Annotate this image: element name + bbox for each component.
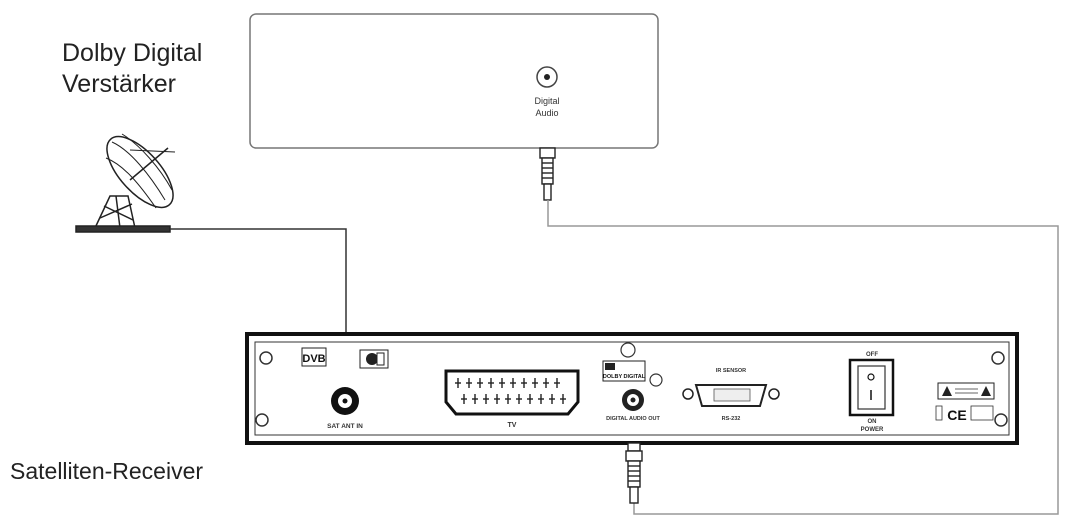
rating-plate-icon (970, 405, 994, 421)
satellite-dish-icon (75, 133, 176, 233)
svg-text:DVB: DVB (302, 353, 325, 365)
optical-plug-bottom (625, 442, 643, 504)
receiver-title: Satelliten-Receiver (10, 458, 204, 484)
dvb-logo: DVB (301, 347, 327, 367)
optical-plug-top (539, 147, 556, 201)
amplifier-title: Dolby Digital Verstärker (62, 38, 202, 100)
power-label: POWER (861, 427, 884, 433)
power-off-label: OFF (866, 352, 878, 358)
amplifier-title-line1: Dolby Digital (62, 39, 203, 67)
scart-port (444, 369, 580, 416)
amplifier-box (249, 13, 659, 149)
sat-ant-in-port (331, 387, 359, 415)
amplifier-title-line2: Verstärker (62, 70, 176, 98)
ce-mark: CE (947, 407, 966, 423)
antenna-cable (170, 228, 347, 358)
rs232-port (682, 384, 780, 407)
sat-ant-in-label: SAT ANT IN (327, 423, 363, 430)
power-on-label: ON (868, 419, 877, 425)
optical-cable (547, 200, 1059, 515)
tv-label: TV (508, 422, 517, 429)
weee-icon (935, 405, 943, 421)
power-switch (848, 358, 895, 417)
dolby-digital-logo: DOLBY DIGITAL (602, 360, 646, 382)
cable-icon (359, 349, 389, 369)
digital-audio-label-line1: Digital (534, 96, 559, 106)
digital-audio-out-label: DIGITAL AUDIO OUT (606, 416, 660, 422)
warning-label-icon (937, 382, 995, 400)
rs232-label: RS-232 (722, 416, 741, 422)
digital-audio-label-line2: Audio (535, 108, 558, 118)
ir-sensor-label: IR SENSOR (716, 368, 746, 374)
digital-audio-out-port (622, 389, 644, 411)
svg-text:DOLBY DIGITAL: DOLBY DIGITAL (603, 374, 646, 380)
